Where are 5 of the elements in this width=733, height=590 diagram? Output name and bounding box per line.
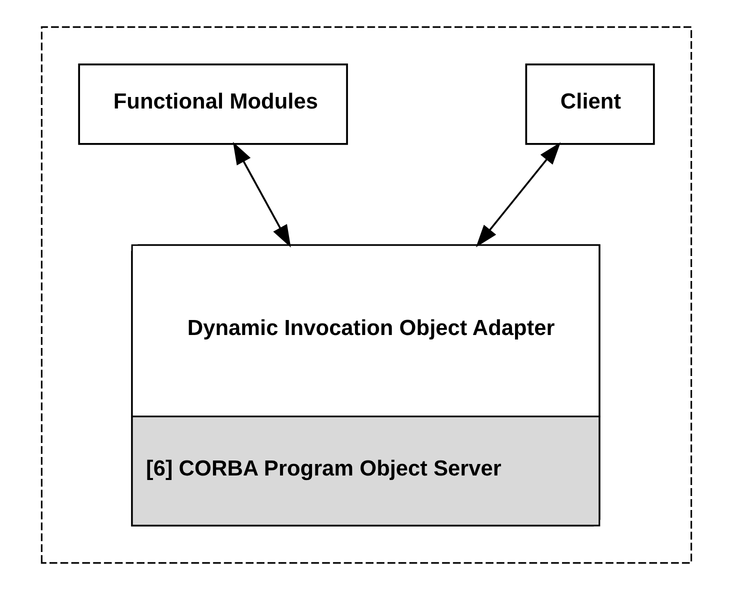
node-box: Client bbox=[525, 64, 655, 145]
arrow bbox=[476, 142, 561, 248]
cluster bbox=[40, 26, 692, 564]
arrow bbox=[232, 142, 291, 248]
node-box: Functional Modules bbox=[78, 64, 348, 145]
